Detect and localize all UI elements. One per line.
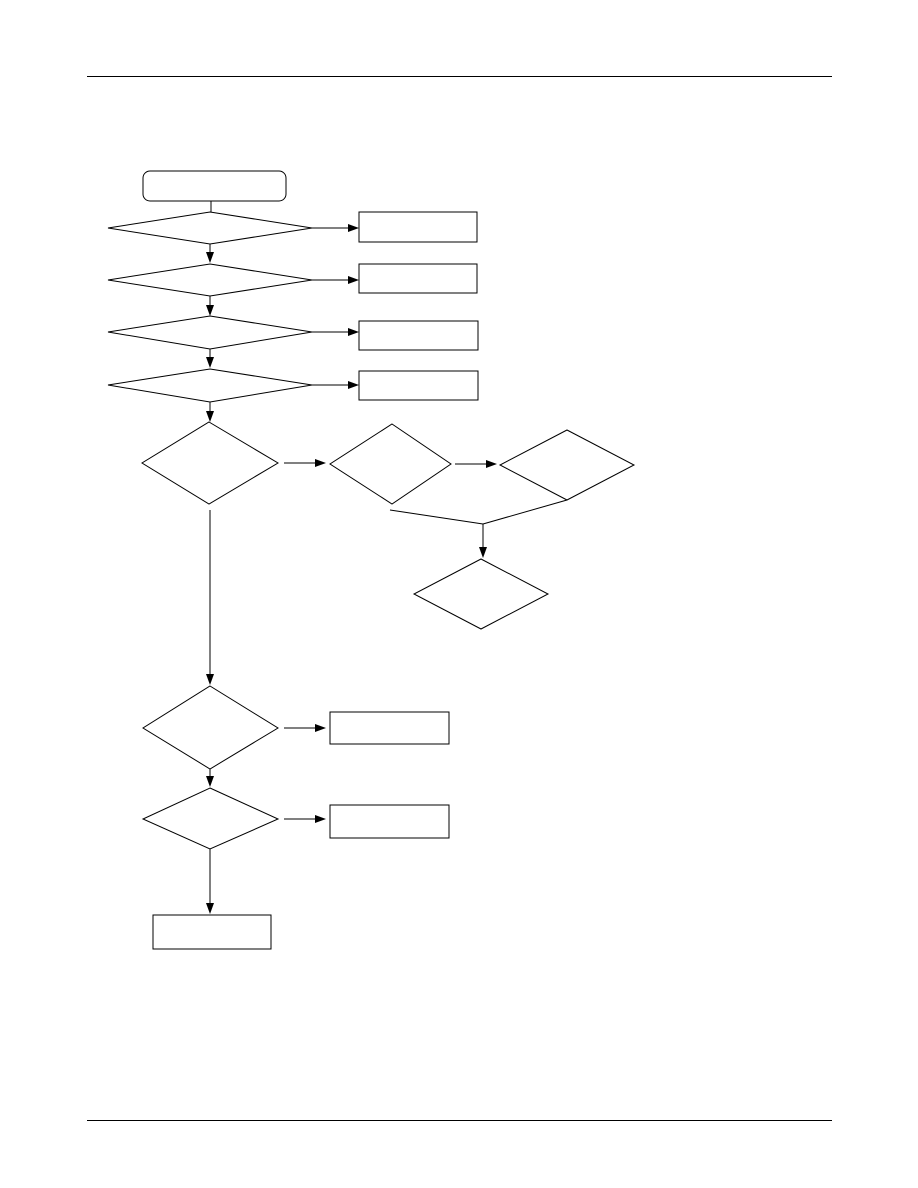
- arrowhead: [206, 411, 214, 422]
- decision-1: [107, 211, 313, 245]
- arrowhead: [315, 815, 326, 823]
- arrowhead: [348, 224, 359, 232]
- decision-7: [498, 429, 636, 501]
- arrowhead: [206, 903, 214, 914]
- arrowhead: [206, 357, 214, 368]
- decision-4: [107, 368, 313, 403]
- decision-8: [412, 558, 550, 630]
- decision-6: [329, 423, 452, 505]
- arrowhead: [206, 252, 214, 263]
- decision-10: [141, 787, 280, 850]
- arrowhead: [206, 305, 214, 316]
- arrowhead: [315, 724, 326, 732]
- decision-9: [142, 685, 279, 770]
- process-1: [358, 211, 478, 243]
- arrowhead: [348, 381, 359, 389]
- start-terminator: [142, 170, 287, 202]
- arrowhead: [348, 276, 359, 284]
- arrowhead: [348, 328, 359, 336]
- process-6: [329, 804, 450, 839]
- header-rule: [87, 76, 832, 77]
- decision-3: [107, 315, 313, 350]
- process-2: [358, 263, 478, 294]
- process-7: [152, 914, 272, 950]
- arrowhead: [315, 459, 326, 467]
- footer-rule: [87, 1120, 832, 1121]
- arrowhead: [206, 674, 214, 685]
- arrowhead: [486, 460, 497, 468]
- connector-d6-merge: [389, 509, 484, 525]
- decision-5: [141, 421, 279, 505]
- process-5: [329, 711, 450, 745]
- decision-2: [107, 263, 313, 297]
- arrowhead: [479, 547, 487, 558]
- process-3: [358, 320, 479, 351]
- connector-d7-merge: [482, 499, 568, 525]
- process-4: [358, 370, 479, 401]
- arrowhead: [206, 776, 214, 787]
